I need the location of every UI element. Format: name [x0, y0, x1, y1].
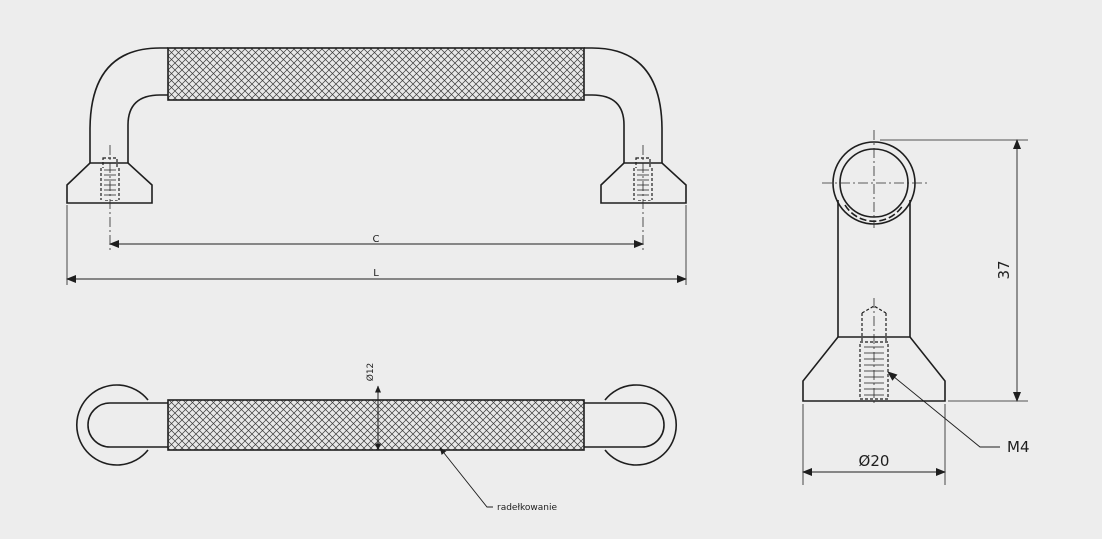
front-view — [66, 47, 687, 285]
dim-label-height: 37 — [995, 260, 1013, 279]
dim-label-c: C — [373, 234, 380, 245]
thread-label: M4 — [1007, 438, 1030, 456]
knurling-leader — [439, 447, 493, 508]
front-right-arm-outer — [584, 47, 663, 163]
knurling-label: radełkowanie — [497, 503, 558, 513]
dim-label-l: L — [373, 268, 379, 279]
top-right-end-outer — [604, 384, 678, 466]
side-extension-lines — [802, 139, 1028, 485]
top-right-end-inner — [584, 402, 665, 448]
side-view — [802, 130, 1028, 485]
side-base — [802, 336, 946, 402]
top-left-end-inner — [87, 402, 168, 448]
side-stem — [837, 200, 911, 337]
front-left-arm-outer — [89, 47, 168, 163]
side-centerlines — [822, 130, 928, 405]
front-knurled-grip — [167, 47, 585, 101]
dim-label-diameter-base: Ø20 — [859, 452, 890, 470]
front-extension-lines — [66, 205, 687, 285]
front-right-arm-inner — [584, 94, 625, 163]
top-left-end-outer — [75, 384, 149, 466]
front-left-foot — [66, 162, 153, 204]
top-knurled-grip — [167, 399, 585, 451]
dim-label-diameter-grip: Ø12 — [365, 363, 376, 382]
thread-leader — [887, 371, 1000, 448]
top-view — [75, 384, 678, 508]
front-right-foot — [600, 162, 687, 204]
front-left-arm-inner — [127, 94, 168, 163]
